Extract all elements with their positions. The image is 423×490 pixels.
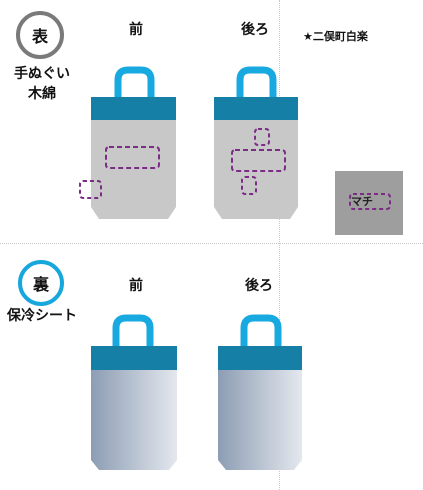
outer-front-corner-print-area	[79, 180, 102, 199]
outer-badge: 表	[16, 11, 64, 59]
gusset-panel	[335, 171, 403, 235]
inner-front-body	[91, 370, 177, 470]
outer-back-body	[214, 120, 298, 219]
outer-material-label: 手ぬぐい 木綿	[10, 64, 74, 104]
outer-back-label: 後ろ	[241, 22, 269, 38]
inner-front-label: 前	[129, 278, 143, 294]
inner-material-label: 保冷シート	[7, 308, 77, 324]
outer-back-handle	[236, 66, 277, 101]
brand-label: ★二俣町白楽	[303, 30, 368, 43]
inner-badge-text: 裏	[32, 275, 49, 294]
inner-front-top-band	[91, 346, 177, 370]
inner-back-top-band	[218, 346, 302, 370]
inner-front-handle	[112, 314, 154, 350]
outer-front-label: 前	[129, 22, 143, 38]
outer-back-print-area-top	[254, 128, 270, 146]
outer-front-body	[91, 120, 176, 219]
outer-material-line1: 手ぬぐい	[14, 66, 70, 82]
outer-back-print-area-middle	[231, 149, 286, 172]
outer-material-line2: 木綿	[28, 86, 56, 102]
inner-back-handle	[240, 314, 282, 350]
gusset-print-area	[349, 193, 391, 210]
outer-front-print-area	[105, 146, 160, 169]
outer-back-top-band	[214, 97, 298, 120]
outer-back-print-area-bottom	[241, 176, 257, 195]
gusset-label: マチ	[351, 195, 373, 208]
inner-back-label: 後ろ	[245, 278, 273, 294]
section-divider-vertical	[279, 0, 280, 490]
outer-front-handle	[114, 66, 155, 101]
inner-badge: 裏	[18, 260, 64, 306]
outer-badge-text: 表	[31, 27, 48, 46]
inner-back-body	[218, 370, 302, 470]
section-divider-horizontal	[0, 243, 423, 244]
outer-front-top-band	[91, 97, 176, 120]
